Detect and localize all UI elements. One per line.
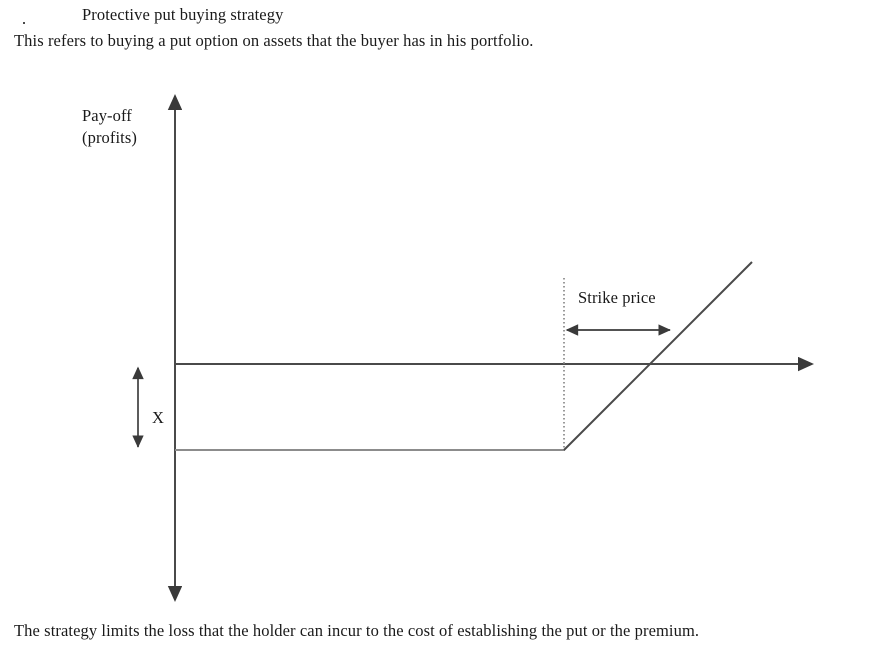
strike-price-label: Strike price [578,288,656,307]
page-title: Protective put buying strategy [82,5,284,24]
payoff-rising-line [563,261,753,451]
y-axis-label-primary: Pay-off [82,106,132,125]
y-axis-label-secondary: (profits) [82,128,137,147]
intro-paragraph: This refers to buying a put option on as… [14,31,534,50]
footer-paragraph: The strategy limits the loss that the ho… [14,621,700,640]
premium-loss-label: X [152,408,165,427]
stray-dot-artifact [23,22,25,24]
